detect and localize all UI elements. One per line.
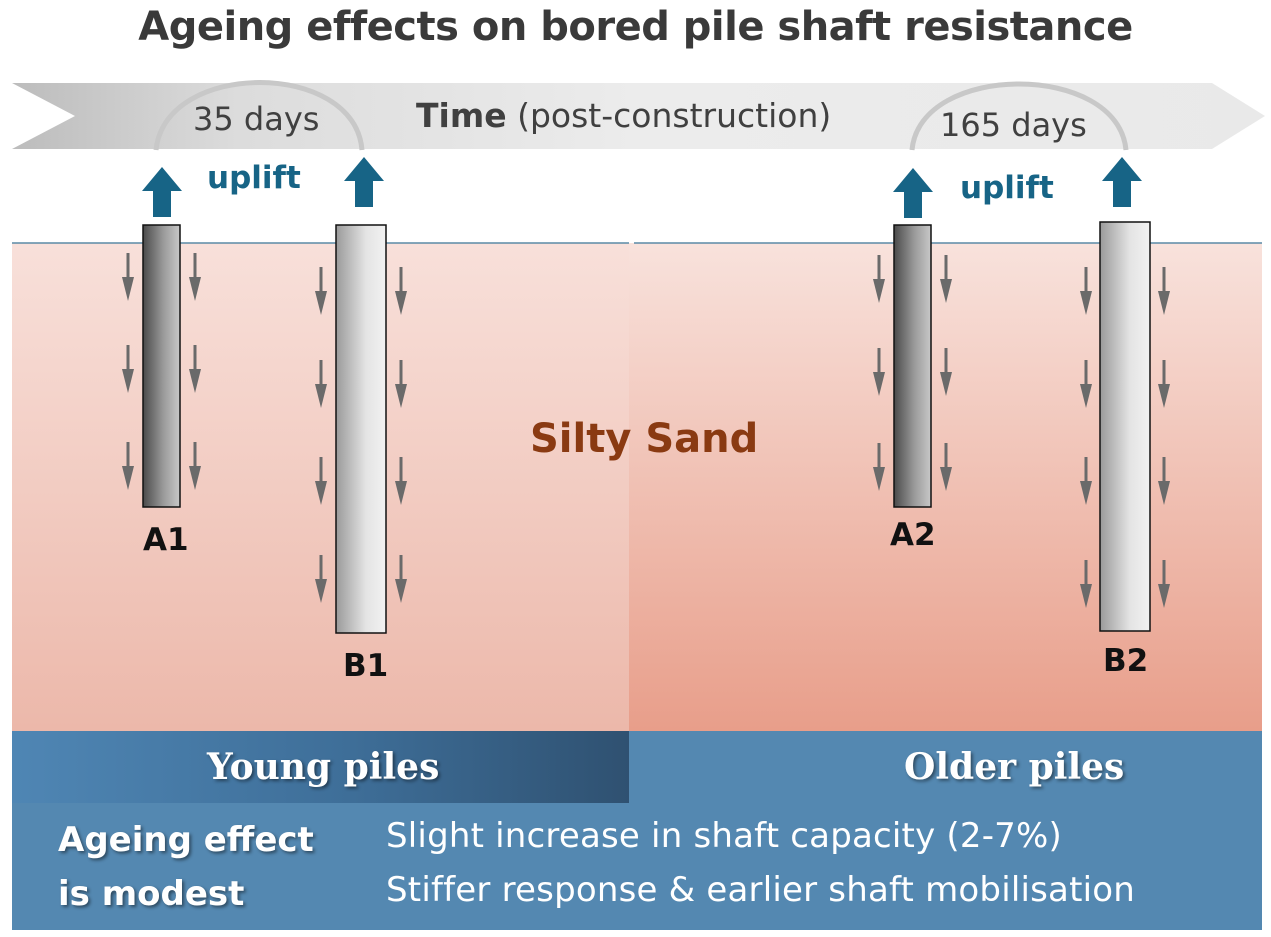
summary-band	[12, 803, 1262, 930]
ageing-effect-conclusion: Ageing effect is modest	[58, 813, 314, 921]
young-piles-band	[12, 731, 629, 803]
pile-b1	[335, 224, 387, 634]
soil-label: Silty Sand	[530, 416, 759, 462]
diagram-title: Ageing effects on bored pile shaft resis…	[138, 4, 1133, 50]
young-age-label: 35 days	[193, 100, 320, 138]
older-age-arc	[909, 81, 1129, 151]
older-piles-band	[629, 731, 1262, 803]
pile-b2	[1099, 221, 1151, 632]
uplift-arrow-b1	[344, 157, 384, 207]
young-piles-heading: Young piles	[207, 746, 440, 788]
uplift-arrow-a2	[893, 168, 933, 218]
uplift-label-young: uplift	[207, 160, 301, 196]
effect-line-1: Ageing effect	[58, 820, 314, 860]
effect-line-2: is modest	[58, 874, 245, 914]
finding-capacity: Slight increase in shaft capacity (2-7%)	[386, 816, 1062, 856]
pile-label-b1: B1	[343, 648, 389, 684]
pile-label-a1: A1	[143, 522, 189, 558]
timeline-label: Time (post-construction)	[416, 96, 831, 135]
pile-label-a2: A2	[890, 517, 936, 553]
pile-a1	[142, 224, 181, 508]
uplift-arrow-b2	[1102, 157, 1142, 207]
uplift-arrow-a1	[142, 167, 182, 217]
older-piles-heading: Older piles	[904, 746, 1125, 788]
timeline-label-rest: (post-construction)	[517, 96, 832, 135]
older-age-label: 165 days	[940, 106, 1087, 144]
timeline-label-bold: Time	[416, 96, 507, 135]
pile-label-b2: B2	[1103, 643, 1149, 679]
pile-a2	[893, 224, 932, 508]
finding-stiffness: Stiffer response & earlier shaft mobilis…	[386, 870, 1136, 910]
uplift-label-older: uplift	[960, 170, 1054, 206]
young-age-arc	[153, 80, 365, 151]
